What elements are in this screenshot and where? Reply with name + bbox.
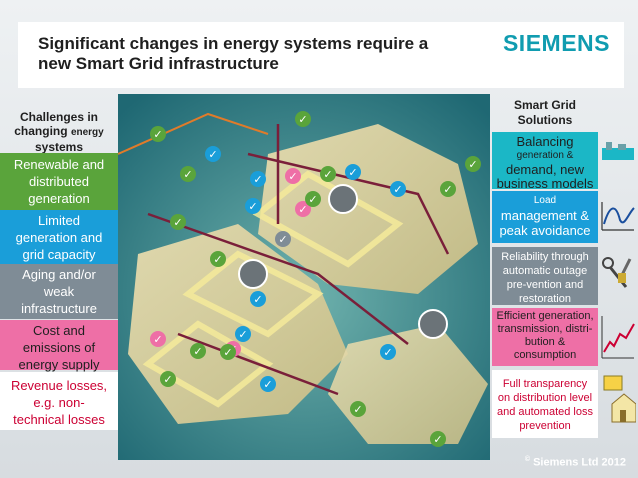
challenge-aging-line-1: Aging and/or [22, 267, 96, 282]
svg-text:✓: ✓ [238, 328, 247, 341]
load-curve-icon [601, 202, 635, 231]
challenge-aging-line-2: weak [43, 284, 75, 299]
challenge-cost-line-1: Cost and [32, 323, 86, 338]
svg-text:✓: ✓ [153, 128, 162, 141]
solution-efficient-line-4: consumption [513, 349, 577, 361]
header-bar: Significant changes in energy systems re… [18, 22, 624, 88]
solution-balancing: Balancing generation & demand, new busin… [492, 132, 598, 191]
challenge-revenue-losses: Revenue losses, e.g. non- technical loss… [0, 372, 118, 430]
challenge-revenue-line-1: Revenue losses, [10, 378, 108, 393]
svg-text:✓: ✓ [298, 203, 307, 216]
challenge-limited-line-1: Limited [38, 213, 80, 228]
challenge-limited-line-3: grid capacity [22, 247, 96, 262]
svg-text:✓: ✓ [248, 200, 257, 213]
challenges-heading-word-changing: changing [14, 124, 68, 138]
solution-reliability-line-1: Reliability through [501, 251, 589, 263]
challenge-limited-line-2: generation and [15, 230, 103, 245]
challenge-renewable: Renewable and distributed generation [0, 153, 118, 210]
svg-text:✓: ✓ [308, 193, 317, 206]
solution-load-line-3: peak avoidance [499, 223, 591, 238]
svg-text:✓: ✓ [223, 346, 232, 359]
svg-text:✓: ✓ [298, 113, 307, 126]
challenges-heading-line-1: Challenges in [19, 110, 99, 124]
svg-text:✓: ✓ [383, 346, 392, 359]
smart-meter-house-icon [603, 375, 636, 423]
copyright-text: Siemens Ltd 2012 [533, 456, 626, 469]
solutions-heading-line-1: Smart Grid [513, 98, 576, 112]
challenge-aging-infrastructure: Aging and/or weak infrastructure [0, 264, 118, 319]
page-title: Significant changes in energy systems re… [38, 34, 429, 73]
svg-text:✓: ✓ [163, 373, 172, 386]
solution-load-line-1: Load [533, 195, 557, 206]
challenges-heading: Challenges in changing energy systems [0, 110, 118, 154]
solution-transparency-line-1: Full transparency [502, 378, 588, 390]
svg-text:✓: ✓ [153, 333, 162, 346]
challenge-revenue-line-2: e.g. non- [33, 395, 85, 410]
solutions-heading: Smart Grid Solutions [492, 98, 598, 128]
solution-efficient-line-3: bution & [524, 336, 566, 348]
svg-text:✓: ✓ [348, 166, 357, 179]
svg-text:✓: ✓ [193, 345, 202, 358]
challenge-renewable-line-3: generation [28, 191, 90, 206]
challenge-renewable-line-1: Renewable and [13, 157, 105, 172]
svg-text:✓: ✓ [353, 403, 362, 416]
challenge-limited-capacity: Limited generation and grid capacity [0, 210, 118, 264]
challenge-renewable-line-2: distributed [29, 174, 89, 189]
challenges-heading-line-3: systems [34, 140, 84, 154]
solution-reliability: Reliability through automatic outage pre… [492, 247, 598, 305]
solution-efficient-line-2: transmission, distri- [497, 323, 593, 335]
solution-load-line-2: management & [500, 208, 590, 223]
tools-icon [602, 257, 632, 288]
svg-text:✓: ✓ [263, 378, 272, 391]
svg-text:✓: ✓ [253, 293, 262, 306]
svg-text:✓: ✓ [288, 170, 297, 183]
challenge-aging-line-3: infrastructure [21, 301, 97, 316]
challenge-cost-line-2: emissions of [22, 340, 96, 355]
solution-reliability-line-4: restoration [519, 293, 571, 305]
solution-reliability-line-3: pre-vention and [506, 279, 584, 291]
svg-text:✓: ✓ [323, 168, 332, 181]
efficiency-chart-icon [601, 316, 635, 359]
svg-text:✓: ✓ [213, 253, 222, 266]
svg-text:✓: ✓ [393, 183, 402, 196]
solution-balancing-line-3: demand, new [505, 162, 585, 177]
copyright-footer: © Siemens Ltd 2012 [525, 456, 626, 469]
svg-text:✓: ✓ [433, 433, 442, 446]
svg-text:✓: ✓ [468, 158, 477, 171]
solution-balancing-line-2: generation & [516, 150, 574, 161]
challenge-cost-line-3: energy supply [18, 357, 100, 372]
solution-load-management: Load management & peak avoidance [492, 191, 598, 243]
copyright-symbol: © [524, 456, 530, 463]
solutions-heading-line-2: Solutions [517, 113, 573, 127]
solution-transparency-line-2: on distribution level [497, 392, 593, 404]
smart-grid-map: ✓ ✓ ✓ ✓ ✓ ✓ ✓ ✓ ✓ ✓ ✓ ✓ ✓ ✓ ✓ ✓ ✓ ✓ ✓ ✓ [118, 94, 490, 460]
siemens-logo: SIEMENS [502, 30, 610, 56]
solution-balancing-line-1: Balancing [516, 134, 574, 149]
svg-text:✓: ✓ [443, 183, 452, 196]
solution-balancing-line-4: business models [496, 176, 594, 191]
solution-reliability-line-2: automatic outage [502, 265, 588, 277]
svg-text:✓: ✓ [183, 168, 192, 181]
challenge-revenue-line-3: technical losses [13, 412, 105, 427]
smart-grid-illustration: ✓ ✓ ✓ ✓ ✓ ✓ ✓ ✓ ✓ ✓ ✓ ✓ ✓ ✓ ✓ ✓ ✓ ✓ ✓ ✓ [118, 94, 490, 460]
solution-transparency: Full transparency on distribution level … [492, 370, 598, 438]
challenge-cost-emissions: Cost and emissions of energy supply [0, 320, 118, 372]
svg-text:✓: ✓ [253, 173, 262, 186]
substation-icon [602, 142, 634, 160]
solution-efficient-generation: Efficient generation, transmission, dist… [492, 308, 598, 366]
solution-transparency-line-4: prevention [519, 420, 571, 432]
svg-text:✓: ✓ [278, 233, 287, 246]
solution-efficient-line-1: Efficient generation, [496, 310, 594, 322]
solution-transparency-line-3: and automated loss [496, 406, 593, 418]
svg-text:✓: ✓ [208, 148, 217, 161]
challenges-heading-word-energy: energy [70, 127, 104, 138]
challenges-heading-line-2: changing energy [0, 124, 118, 140]
svg-text:✓: ✓ [173, 216, 182, 229]
